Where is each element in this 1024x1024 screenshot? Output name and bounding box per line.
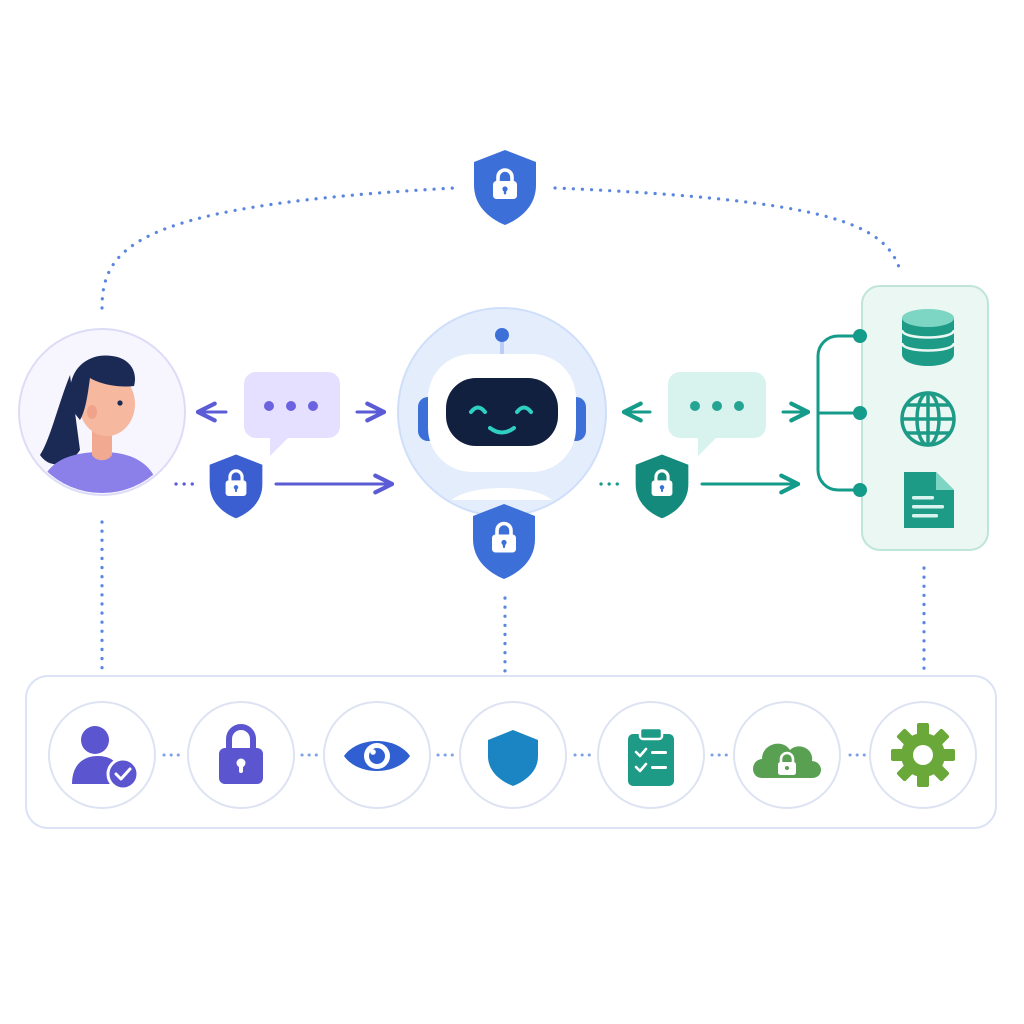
padlock-icon[interactable] [219,724,263,784]
database-icon [900,309,956,366]
assistant-node [397,307,607,517]
gear-icon[interactable] [891,723,955,787]
assistant-security-shield [473,504,535,579]
robot-icon [418,328,586,500]
shield-icon[interactable] [488,730,538,786]
user-avatar [40,355,160,493]
user-node [18,328,186,496]
user-chat-bubble [244,372,340,456]
resources-panel [816,285,989,551]
security-controls-bar [25,675,997,829]
eye-icon[interactable] [344,741,410,771]
cloud-lock-icon[interactable] [753,743,821,778]
resource-link-shield [635,454,689,519]
top-dotted-arc [100,186,902,310]
clipboard-checklist-icon[interactable] [628,726,674,786]
vertical-dotted-links [100,520,926,674]
document-icon [904,472,954,528]
resource-chat-bubble [668,372,766,456]
globe-icon [900,391,956,447]
user-check-icon[interactable] [72,726,140,791]
top-security-shield [474,150,536,225]
user-link-shield [209,454,263,519]
